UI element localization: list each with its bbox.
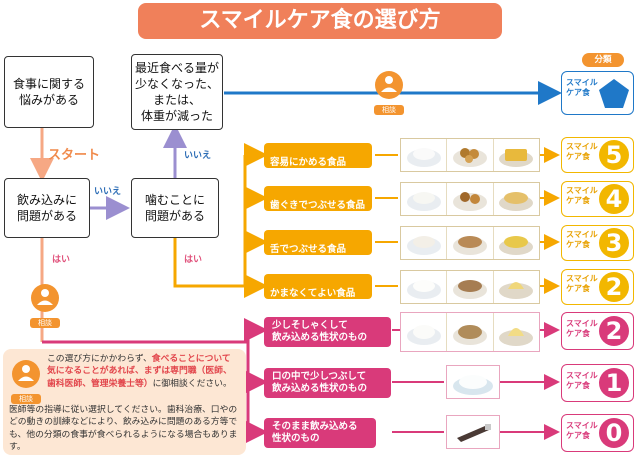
food-photo (494, 183, 539, 215)
badge-red-1: スマイル ケア食 1 (561, 364, 634, 402)
box-eat-less: 最近食べる量が 少なくなった、 または、 体重が減った (131, 54, 223, 130)
note-paragraph-2: 医師等の指導に従い選択してください。歯科治療、口やのどの動きの訓練などにより、飲… (9, 405, 238, 453)
badge-name: スマイル ケア食 (566, 274, 598, 294)
category-title: 舌でつぶせる食品 (270, 243, 347, 255)
category-title: 容易にかめる食品 (270, 156, 347, 168)
food-photo (401, 139, 448, 171)
consult-label: 相談 (374, 105, 404, 115)
badge-yellow-3: スマイル ケア食 3 (561, 225, 634, 261)
food-photo (401, 183, 448, 215)
food-photo (401, 271, 448, 303)
badge-number: 3 (599, 228, 629, 258)
label-chew-no: いいえ (184, 151, 212, 161)
food-photo (447, 227, 494, 259)
badge-number: 1 (599, 368, 629, 398)
badge-red-0: スマイル ケア食 0 (561, 414, 634, 452)
food-photo (494, 271, 539, 303)
badge-name: スマイル ケア食 (566, 421, 598, 441)
food-photo (401, 313, 448, 351)
food-photos-5 (400, 138, 540, 172)
category-red-1: 口の中で少しつぶして 飲み込める性状のもの (264, 368, 391, 398)
food-photos-2 (400, 270, 540, 304)
consult-label: 相談 (30, 318, 60, 328)
food-photo (447, 271, 494, 303)
category-example: （例:もめん豆腐） (270, 223, 341, 234)
food-photo (447, 183, 494, 215)
food-photo-red-1 (446, 365, 500, 399)
food-photo-red-0 (446, 415, 500, 449)
badge-red-2: スマイル ケア食 2 (561, 312, 634, 350)
arrow-chew-yes (173, 238, 245, 288)
note-text: に御相談ください。 (152, 378, 232, 389)
food-photo (447, 313, 494, 351)
category-title: 歯ぐきでつぶせる食品 (270, 199, 366, 211)
category-red-2: 少しそしゃくして 飲み込める性状のもの (264, 317, 391, 347)
badge-number: 4 (599, 184, 629, 214)
category-title: かまなくてよい食品 (270, 287, 356, 299)
category-yellow-3: 舌でつぶせる食品 （例:きぬごし豆腐） (264, 230, 372, 278)
badge-yellow-5: スマイル ケア食 5 (561, 137, 634, 173)
note-box: 相談 この選び方にかかわらず、食べることについて気になることがあれば、まずは専門… (3, 349, 246, 455)
food-photo (401, 227, 448, 259)
badge-name: スマイル ケア食 (566, 319, 598, 339)
food-photo (447, 139, 494, 171)
smile-care-badge: スマイル ケア食 (561, 71, 634, 115)
badge-name: スマイル ケア食 (566, 230, 598, 250)
food-photos-3 (400, 226, 540, 260)
food-photos-red-2 (400, 312, 540, 352)
consult-person-icon: 相談 (374, 70, 404, 115)
category-yellow-5: 容易にかめる食品 （例:焼き豆腐） (264, 143, 372, 191)
consult-person-icon: 相談 (11, 359, 41, 404)
page-title: スマイルケア食の選び方 (138, 3, 502, 39)
note-highlight: 食べることについて気になることがあれば、まずは専門職（医師、歯科医師、管理栄養士… (47, 354, 232, 389)
category-example: （例:焼き豆腐） (270, 181, 366, 192)
label-swallow-no: いいえ (94, 187, 122, 197)
note-text: この選び方にかかわらず、 (47, 354, 152, 364)
label-swallow-yes: はい (52, 255, 71, 265)
badge-number: 0 (599, 418, 629, 448)
category-yellow-2: かまなくてよい食品 （例:つぶのあるペースト食） (264, 274, 372, 332)
badge-yellow-2: スマイル ケア食 2 (561, 269, 634, 305)
food-photos-4 (400, 182, 540, 216)
badge-name: スマイル ケア食 (566, 78, 598, 98)
category-example: （例:きぬごし豆腐） (270, 267, 350, 278)
badge-name: スマイル ケア食 (566, 371, 598, 391)
food-photo (494, 227, 539, 259)
start-label: スタート (48, 148, 101, 163)
food-photo (494, 313, 539, 351)
consult-label: 相談 (11, 394, 41, 404)
box-chew: 噛むことに 問題がある (131, 178, 219, 238)
note-paragraph-1: この選び方にかかわらず、食べることについて気になることがあれば、まずは専門職（医… (47, 353, 239, 390)
food-photo (494, 139, 539, 171)
pentagon-icon (599, 79, 629, 108)
category-red-0: そのまま飲み込める 性状のもの (264, 418, 376, 448)
badge-number: 2 (599, 272, 629, 302)
badge-name: スマイル ケア食 (566, 186, 598, 206)
category-yellow-4: 歯ぐきでつぶせる食品 （例:もめん豆腐） (264, 186, 372, 234)
consult-person-icon: 相談 (30, 283, 60, 328)
box-swallow: 飲み込みに 問題がある (4, 178, 90, 238)
box-concern: 食事に関する 悩みがある (4, 56, 94, 128)
badge-number: 2 (599, 316, 629, 346)
badge-yellow-4: スマイル ケア食 4 (561, 181, 634, 217)
label-chew-yes: はい (184, 255, 203, 265)
category-header: 分類 (582, 53, 624, 67)
badge-name: スマイル ケア食 (566, 142, 598, 162)
badge-number: 5 (599, 140, 629, 170)
